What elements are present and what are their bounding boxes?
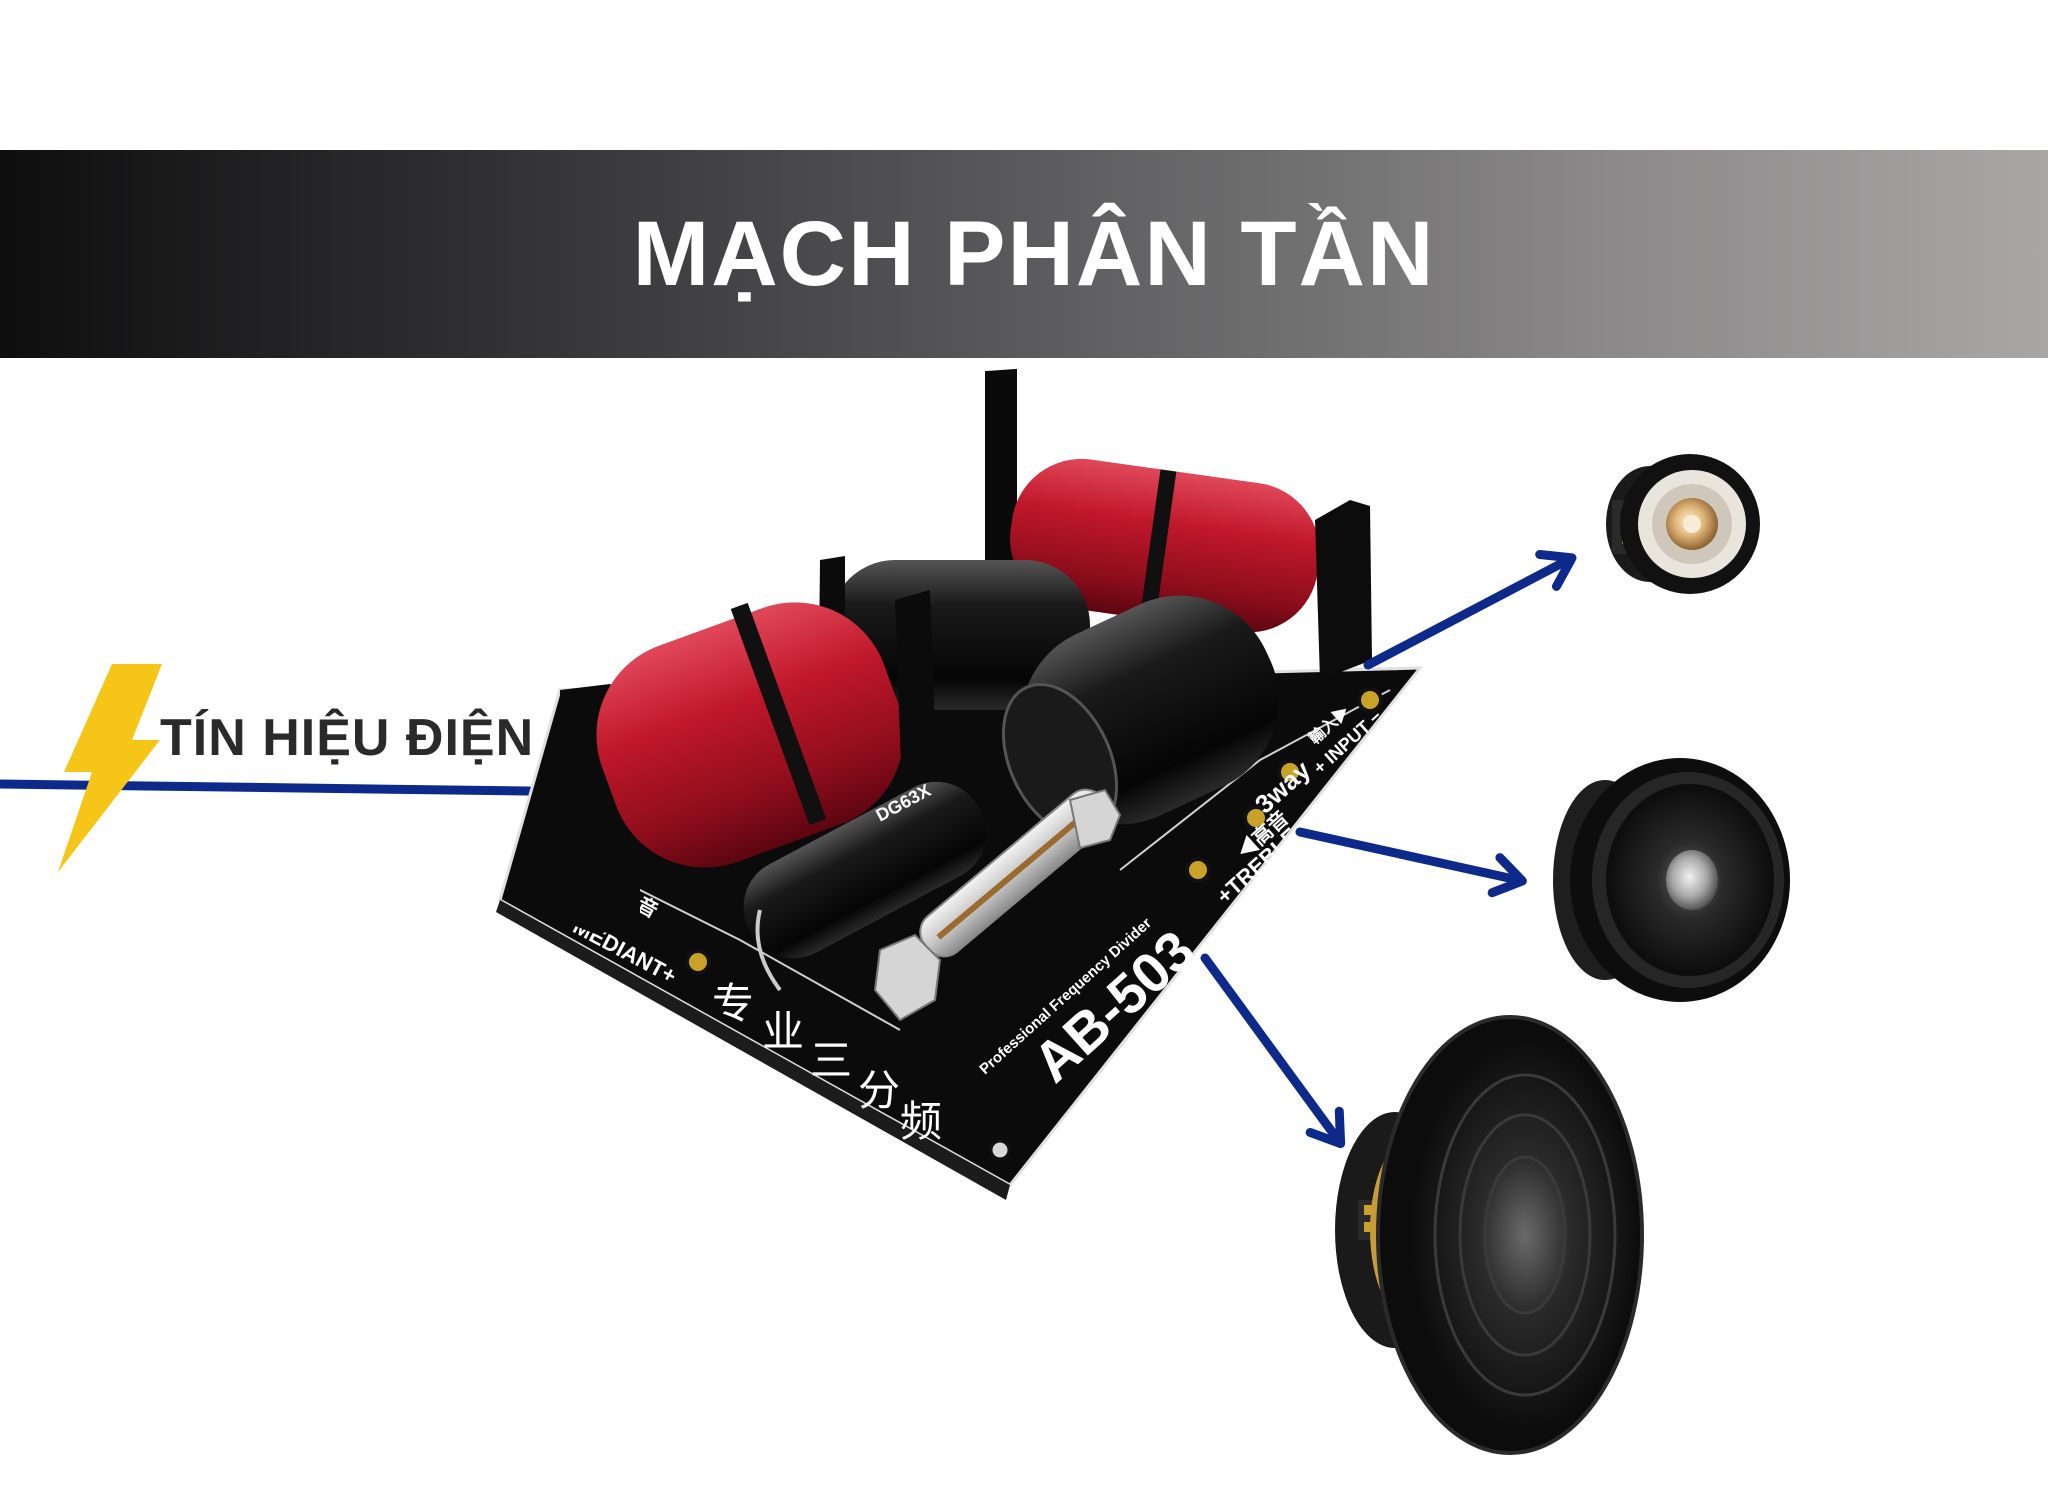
cn-char-2: 业: [762, 1007, 804, 1056]
inductor-front: [560, 590, 940, 935]
arrow-to-midrange: [1295, 827, 1527, 898]
lightning-bolt-icon: [58, 664, 162, 872]
woofer-speaker-icon: [1335, 1015, 1644, 1455]
treble-positive-pad: [1185, 857, 1211, 883]
page-title: MẠCH PHÂN TẦN: [632, 202, 1436, 305]
arrow-to-tweeter: [1363, 550, 1577, 670]
midrange-speaker-icon: [1553, 758, 1790, 1002]
title-banner: MẠCH PHÂN TẦN: [0, 150, 2048, 358]
cn-char-5: 频: [900, 1097, 942, 1146]
mediant-positive-pad: [685, 949, 711, 975]
cn-char-4: 分: [858, 1066, 900, 1115]
input-positive-pad: [1277, 759, 1303, 785]
glass-resistor: [873, 788, 1122, 1022]
input-negative-pad: [1357, 687, 1383, 713]
input-signal-label: TÍN HIỆU ĐIỆN: [160, 709, 535, 767]
treble-negative-pad: [1243, 805, 1269, 831]
tweeter-speaker-icon: [1606, 454, 1760, 594]
board-cn-title: 专 业 三 分 频: [712, 979, 942, 1146]
large-inductor-rear: [985, 368, 1372, 680]
cn-char-1: 专: [712, 979, 754, 1028]
cn-char-3: 三: [810, 1036, 852, 1085]
arrow-to-woofer: [1200, 953, 1346, 1149]
